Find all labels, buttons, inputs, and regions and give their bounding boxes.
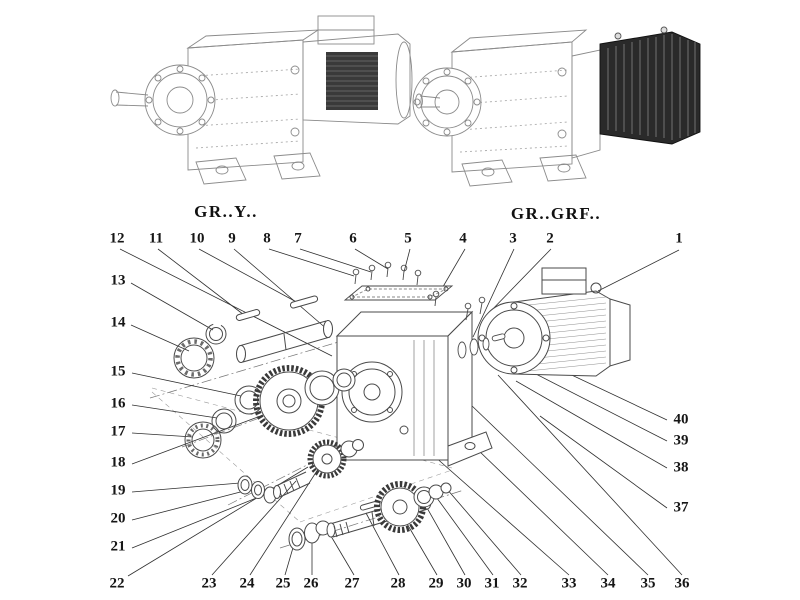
callout-26: 26 [301, 575, 321, 592]
callout-22: 22 [107, 575, 127, 592]
callout-38: 38 [671, 459, 691, 476]
callout-1: 1 [673, 230, 685, 247]
leader-lines [119, 248, 683, 577]
callout-9: 9 [226, 230, 238, 247]
callout-4: 4 [457, 230, 469, 247]
callout-17: 17 [108, 423, 128, 440]
callout-36: 36 [672, 575, 692, 592]
assembled-gearmotor-left [110, 15, 413, 185]
callout-18: 18 [108, 454, 128, 471]
callout-24: 24 [237, 575, 257, 592]
callout-35: 35 [638, 575, 658, 592]
callout-30: 30 [454, 575, 474, 592]
callout-37: 37 [671, 499, 691, 516]
callout-16: 16 [108, 395, 128, 412]
callout-33: 33 [559, 575, 579, 592]
callout-39: 39 [671, 432, 691, 449]
motor [477, 267, 631, 377]
reference-dashed-lines [151, 387, 453, 523]
callout-6: 6 [347, 230, 359, 247]
callout-31: 31 [482, 575, 502, 592]
callout-21: 21 [108, 538, 128, 555]
callout-12: 12 [107, 230, 127, 247]
callout-14: 14 [108, 314, 128, 331]
callout-25: 25 [273, 575, 293, 592]
callout-28: 28 [388, 575, 408, 592]
callout-20: 20 [108, 510, 128, 527]
callout-3: 3 [507, 230, 519, 247]
callout-7: 7 [292, 230, 304, 247]
first-stage-gear-set [184, 365, 356, 459]
callout-19: 19 [108, 482, 128, 499]
callout-2: 2 [544, 230, 556, 247]
callout-40: 40 [671, 411, 691, 428]
callout-32: 32 [510, 575, 530, 592]
callout-5: 5 [402, 230, 414, 247]
callout-27: 27 [342, 575, 362, 592]
callout-23: 23 [199, 575, 219, 592]
model-label-gr-grf: GR..GRF.. [510, 204, 602, 223]
assembled-gearmotor-right [412, 26, 701, 187]
input-shaft-assembly [173, 295, 333, 379]
coupling-parts [457, 296, 506, 359]
gear-housing [311, 310, 493, 467]
callout-29: 29 [426, 575, 446, 592]
callout-8: 8 [261, 230, 273, 247]
output-shaft-assembly [288, 481, 452, 551]
model-label-gr-y: GR..Y.. [194, 202, 258, 221]
callout-11: 11 [146, 230, 166, 247]
callout-10: 10 [187, 230, 207, 247]
callout-15: 15 [108, 363, 128, 380]
second-stage-pinion-set [237, 439, 364, 504]
housing-cover-and-bolts [343, 261, 454, 307]
callout-13: 13 [108, 272, 128, 289]
callout-34: 34 [598, 575, 618, 592]
